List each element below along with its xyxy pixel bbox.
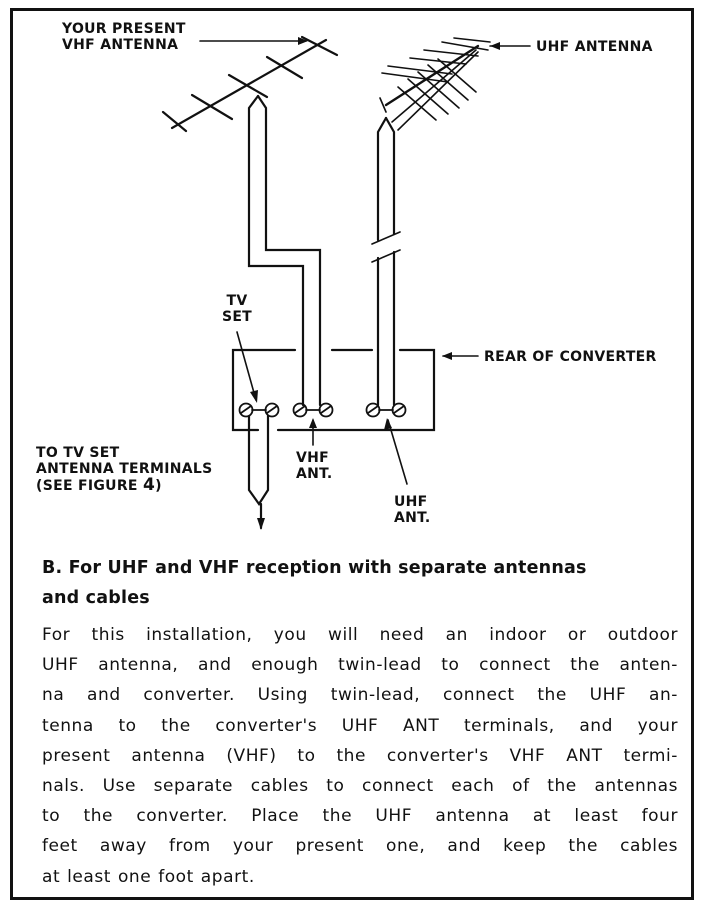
vhf-antenna-drawing (161, 35, 339, 133)
converter-rear-panel (231, 348, 436, 432)
body-line: na and converter. Using twin-lead, conne… (42, 685, 678, 706)
label-your-present-vhf-antenna: YOUR PRESENT VHF ANTENNA (62, 21, 186, 53)
section-body: For this installation, you will need an … (42, 620, 678, 892)
section-heading: B. For UHF and VHF reception with separa… (42, 553, 682, 613)
label-uhf-antenna: UHF ANTENNA (536, 39, 653, 55)
label-to-tv-set-antenna-terminals: TO TV SET ANTENNA TERMINALS (SEE FIGURE … (36, 445, 213, 495)
body-line: at least one foot apart. (42, 866, 255, 887)
body-line: to the converter. Place the UHF antenna … (42, 806, 678, 827)
body-line: tenna to the converter's UHF ANT termina… (42, 715, 678, 736)
terminal-screws (238, 402, 407, 418)
connection-diagram (161, 35, 531, 530)
uhf-twin-lead (371, 116, 401, 407)
body-line: present antenna (VHF) to the converter's… (42, 745, 678, 766)
uhf-arrow-head (490, 42, 500, 50)
body-line: feet away from your present one, and kee… (42, 836, 678, 857)
section-heading-line-1: B. For UHF and VHF reception with separa… (42, 558, 587, 578)
vhf-twin-lead (247, 94, 322, 407)
body-line: UHF antenna, and enough twin-lead to con… (42, 655, 678, 676)
label-uhf-ant: UHF ANT. (394, 494, 431, 526)
uhf-antenna-drawing (379, 37, 491, 131)
body-line: nals. Use separate cables to connect eac… (42, 775, 678, 796)
page-frame (10, 8, 694, 900)
label-vhf-ant: VHF ANT. (296, 450, 333, 482)
section-heading-line-2: and cables (42, 588, 150, 608)
tv-lead (247, 414, 270, 530)
label-tv-set: TV SET (221, 293, 253, 325)
vhf-arrow-head (298, 37, 308, 45)
body-line: For this installation, you will need an … (42, 625, 678, 645)
label-rear-of-converter: REAR OF CONVERTER (484, 349, 657, 365)
